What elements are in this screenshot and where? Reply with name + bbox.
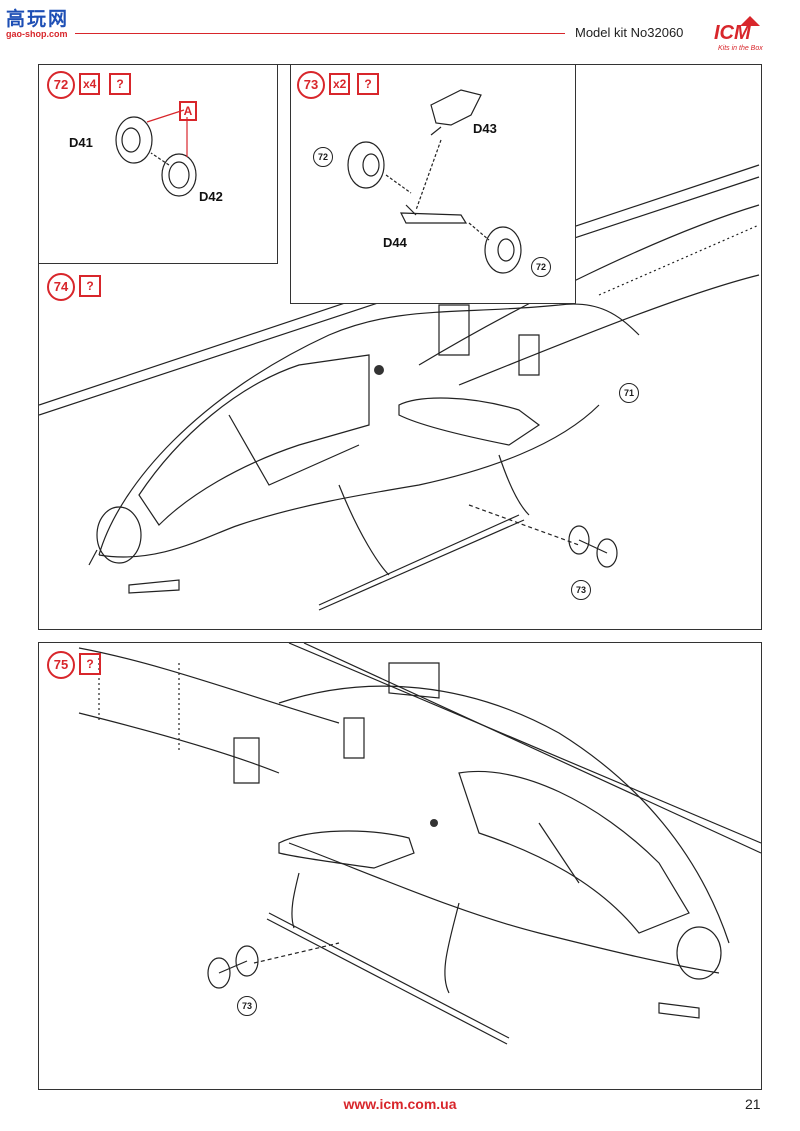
step-72-panel: 72 x4 ? A D41 D42 bbox=[38, 64, 278, 264]
watermark-text: 高玩网 bbox=[6, 9, 70, 30]
step-73-quantity: x2 bbox=[329, 73, 351, 95]
watermark: 高玩网 gao-shop.com bbox=[6, 4, 69, 39]
glue-marker-a: A bbox=[179, 101, 197, 121]
page-number: 21 bbox=[745, 1096, 761, 1112]
step-75-question-marker: ? bbox=[79, 653, 101, 675]
header-divider bbox=[75, 33, 565, 34]
model-kit-number: Model kit No32060 bbox=[575, 25, 684, 40]
step-74-question-marker: ? bbox=[79, 275, 101, 297]
step-72-drawing bbox=[39, 65, 277, 263]
step-72-quantity: x4 bbox=[79, 73, 101, 95]
callout-72-right: 72 bbox=[531, 257, 551, 277]
step-72-question-marker: ? bbox=[109, 73, 131, 95]
icm-logo: ICM Kits in the Box bbox=[700, 14, 790, 54]
part-d42: D42 bbox=[199, 189, 223, 204]
part-d43: D43 bbox=[473, 121, 497, 136]
step-73-question-marker: ? bbox=[357, 73, 379, 95]
step-73-drawing bbox=[291, 65, 575, 303]
step-75-drawing bbox=[39, 643, 761, 1089]
footer-url[interactable]: www.icm.com.ua bbox=[343, 1096, 457, 1112]
callout-73-step74: 73 bbox=[571, 580, 591, 600]
callout-73-step75: 73 bbox=[237, 996, 257, 1016]
part-d44: D44 bbox=[383, 235, 407, 250]
step-75-panel: 75 ? 73 bbox=[38, 642, 762, 1090]
step-number-75: 75 bbox=[47, 651, 75, 679]
logo-icon bbox=[740, 16, 760, 26]
step-number-73: 73 bbox=[297, 71, 325, 99]
part-d41: D41 bbox=[69, 135, 93, 150]
step-74-drawing bbox=[39, 65, 761, 629]
step-number-74: 74 bbox=[47, 273, 75, 301]
callout-72-left: 72 bbox=[313, 147, 333, 167]
step-number-72: 72 bbox=[47, 71, 75, 99]
step-73-panel: 73 x2 ? D43 D44 72 72 bbox=[290, 64, 576, 304]
callout-71: 71 bbox=[619, 383, 639, 403]
watermark-subtext: gao-shop.com bbox=[6, 29, 68, 39]
